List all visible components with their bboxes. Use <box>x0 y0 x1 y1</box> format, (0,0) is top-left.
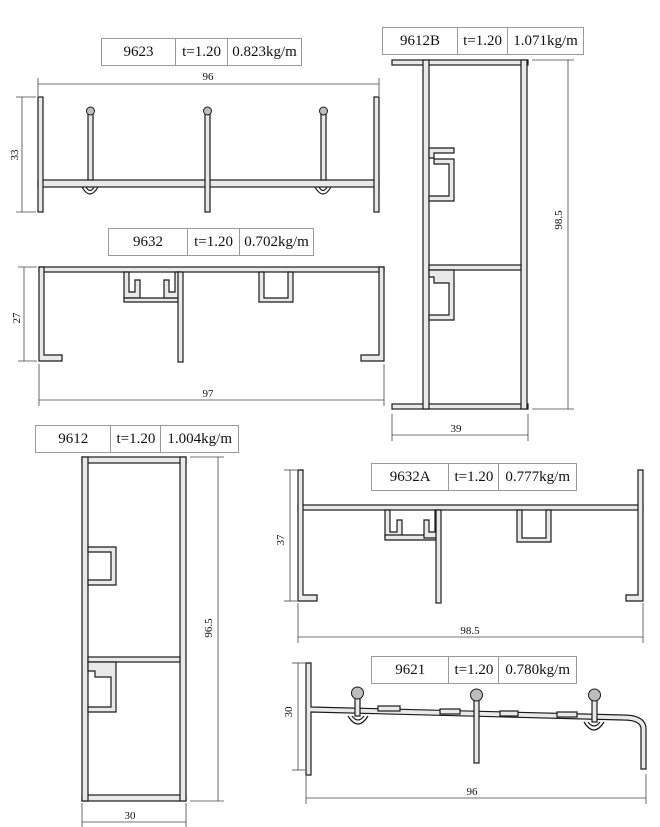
dimension-width-9612b: 39 <box>451 423 463 435</box>
profile-thickness: t=1.20 <box>448 657 498 683</box>
profile-weight: 0.823kg/m <box>227 39 301 65</box>
profile-9621-drawing <box>292 662 647 804</box>
profile-thickness: t=1.20 <box>448 464 498 490</box>
profile-code: 9621 <box>395 661 426 678</box>
profile-thickness: t=1.20 <box>457 28 507 54</box>
dimension-height-9612: 96.5 <box>203 618 215 638</box>
dimension-height-9632: 27 <box>11 312 23 324</box>
spec-table-9612b: 9612B t=1.20 1.071kg/m <box>382 27 584 55</box>
spec-table-9612: 9612 t=1.20 1.004kg/m <box>35 425 239 453</box>
profile-weight: 0.780kg/m <box>498 657 576 683</box>
profile-weight: 1.071kg/m <box>507 28 583 54</box>
profile-thickness: t=1.20 <box>187 229 239 255</box>
profile-9612-drawing <box>81 456 224 827</box>
profile-9612b-drawing <box>391 59 574 441</box>
dimension-width-9621: 96 <box>467 786 479 798</box>
profile-thickness: t=1.20 <box>175 39 227 65</box>
profile-code: 9612 <box>58 430 89 447</box>
profile-weight: 0.777kg/m <box>498 464 576 490</box>
profile-code: 9632A <box>389 468 431 485</box>
profile-9632-drawing <box>18 266 385 406</box>
spec-table-9621: 9621 t=1.20 0.780kg/m <box>371 656 577 684</box>
dimension-width-9632: 97 <box>203 388 215 400</box>
dimension-height-9612b: 98.5 <box>553 210 565 230</box>
profile-weight: 0.702kg/m <box>239 229 313 255</box>
spec-table-9632: 9632 t=1.20 0.702kg/m <box>108 228 314 256</box>
profile-9632a-drawing <box>284 469 644 643</box>
dimension-height-9621: 30 <box>283 706 295 718</box>
dimension-width-9623: 96 <box>203 71 215 83</box>
profile-weight: 1.004kg/m <box>160 426 238 452</box>
dimension-width-9612: 30 <box>125 810 137 822</box>
profile-code: 9612B <box>399 32 440 49</box>
spec-table-9632a: 9632A t=1.20 0.777kg/m <box>371 463 577 491</box>
profile-9623-drawing <box>16 78 380 213</box>
profile-code: 9623 <box>123 43 154 60</box>
dimension-width-9632a: 98.5 <box>460 625 480 637</box>
dimension-height-9623: 33 <box>9 149 21 161</box>
dimension-height-9632a: 37 <box>275 534 287 546</box>
spec-table-9623: 9623 t=1.20 0.823kg/m <box>101 38 302 66</box>
profile-code: 9632 <box>133 233 164 250</box>
profile-thickness: t=1.20 <box>110 426 160 452</box>
